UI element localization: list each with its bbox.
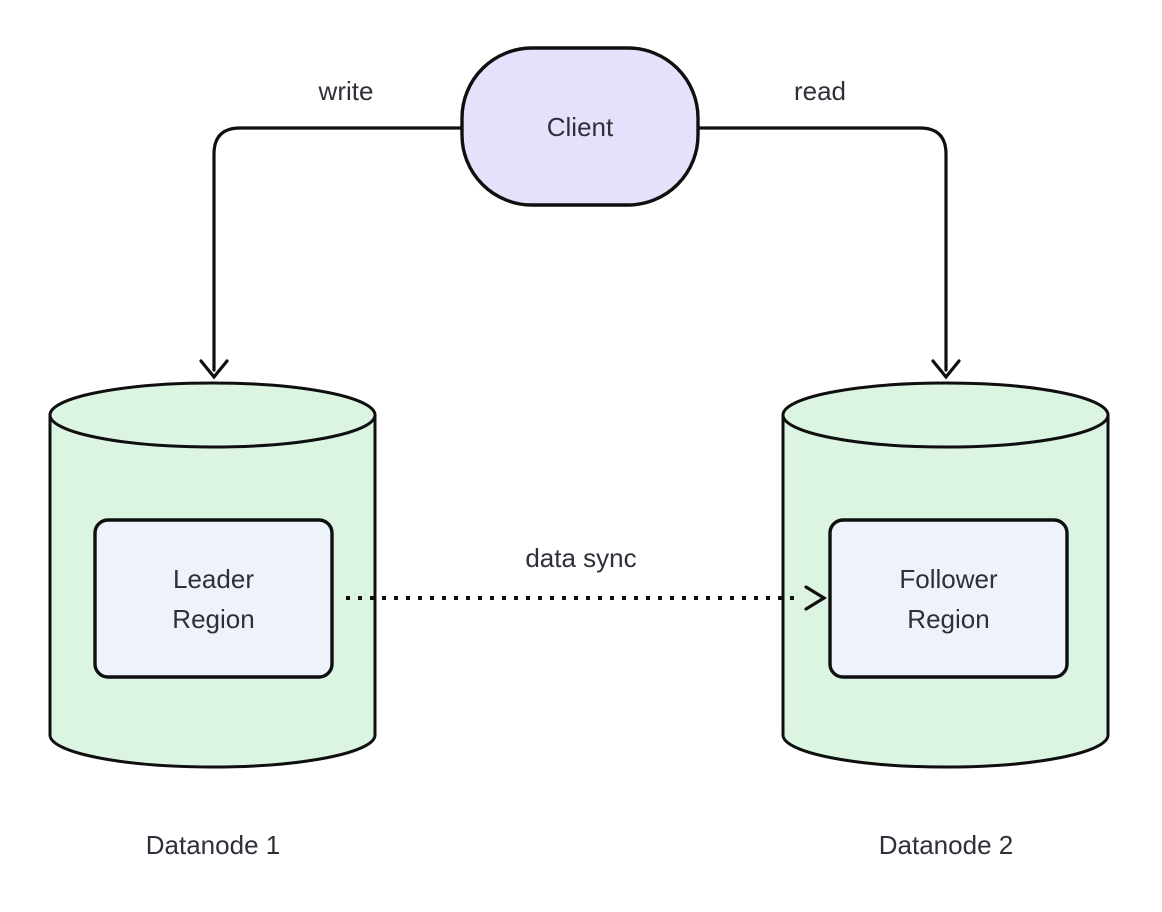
client-node	[460, 46, 700, 207]
write-arrowhead-icon	[199, 359, 229, 380]
datanode1-cylinder-top	[48, 381, 377, 449]
datanode2-cylinder-top	[781, 381, 1110, 449]
read-edge-line	[696, 126, 948, 372]
write-edge-line	[212, 126, 464, 372]
data-sync-arrowhead-icon	[804, 585, 828, 611]
leader-region-box	[93, 518, 334, 679]
read-arrowhead-icon	[931, 359, 961, 380]
follower-region-box	[828, 518, 1069, 679]
